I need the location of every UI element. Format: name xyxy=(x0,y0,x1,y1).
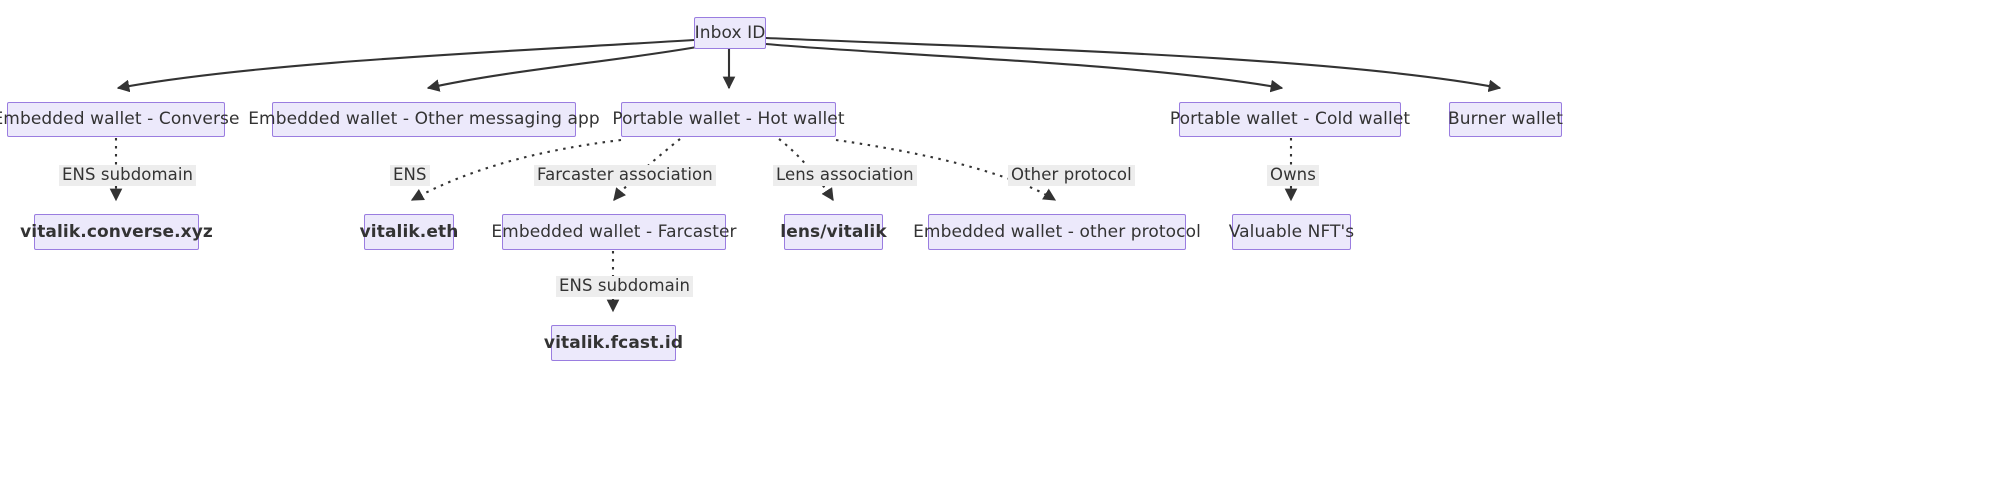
node-label: Inbox ID xyxy=(694,22,766,43)
node-label: Valuable NFT's xyxy=(1228,221,1355,242)
node-label: Embedded wallet - Other messaging app xyxy=(248,109,600,129)
node-label: Portable wallet - Hot wallet xyxy=(612,109,845,129)
edge-inbox-to-burner xyxy=(765,36,1502,93)
edge-inbox-to-cold-wallet xyxy=(765,42,1284,93)
node-label: Embedded wallet - Converse xyxy=(0,109,240,129)
node-portable-wallet-hot-wallet[interactable]: Portable wallet - Hot wallet xyxy=(612,102,845,137)
node-label: vitalik.fcast.id xyxy=(543,332,684,353)
node-embedded-wallet-other-protocol[interactable]: Embedded wallet - other protocol xyxy=(913,214,1201,250)
node-portable-wallet-cold-wallet[interactable]: Portable wallet - Cold wallet xyxy=(1170,102,1410,137)
node-burner-wallet[interactable]: Burner wallet xyxy=(1448,102,1563,137)
node-label: Portable wallet - Cold wallet xyxy=(1169,109,1411,129)
node-vitalik-fcast-id[interactable]: vitalik.fcast.id xyxy=(544,325,683,361)
edge-label-ens-hot-wallet: ENS xyxy=(390,165,430,186)
edge-inbox-to-other-messaging xyxy=(426,45,698,92)
node-label: lens/vitalik xyxy=(780,221,887,242)
edge-label-ens-subdomain-converse: ENS subdomain xyxy=(59,165,197,186)
node-embedded-wallet-other-messaging-app[interactable]: Embedded wallet - Other messaging app xyxy=(248,102,600,137)
node-label: Embedded wallet - other protocol xyxy=(913,221,1201,242)
node-inbox-id[interactable]: Inbox ID xyxy=(694,17,766,49)
node-label: vitalik.eth xyxy=(359,221,459,242)
edge-label-ens-subdomain-farcaster: ENS subdomain xyxy=(556,276,694,297)
node-vitalik-converse-xyz[interactable]: vitalik.converse.xyz xyxy=(20,214,213,250)
edge-label-owns-cold-wallet: Owns xyxy=(1267,165,1319,186)
node-embedded-wallet-farcaster[interactable]: Embedded wallet - Farcaster xyxy=(491,214,737,250)
edge-label-lens-association: Lens association xyxy=(773,165,917,186)
node-label: vitalik.converse.xyz xyxy=(20,221,213,242)
node-vitalik-eth[interactable]: vitalik.eth xyxy=(360,214,458,250)
node-embedded-wallet-converse[interactable]: Embedded wallet - Converse xyxy=(0,102,239,137)
edge-label-other-protocol: Other protocol xyxy=(1008,165,1135,186)
node-lens-vitalik[interactable]: lens/vitalik xyxy=(780,214,887,250)
edge-inbox-to-converse xyxy=(116,38,695,93)
node-label: Embedded wallet - Farcaster xyxy=(491,221,737,242)
node-valuable-nfts[interactable]: Valuable NFT's xyxy=(1229,214,1354,250)
edge-label-farcaster-association: Farcaster association xyxy=(534,165,716,186)
node-label: Burner wallet xyxy=(1448,109,1563,129)
